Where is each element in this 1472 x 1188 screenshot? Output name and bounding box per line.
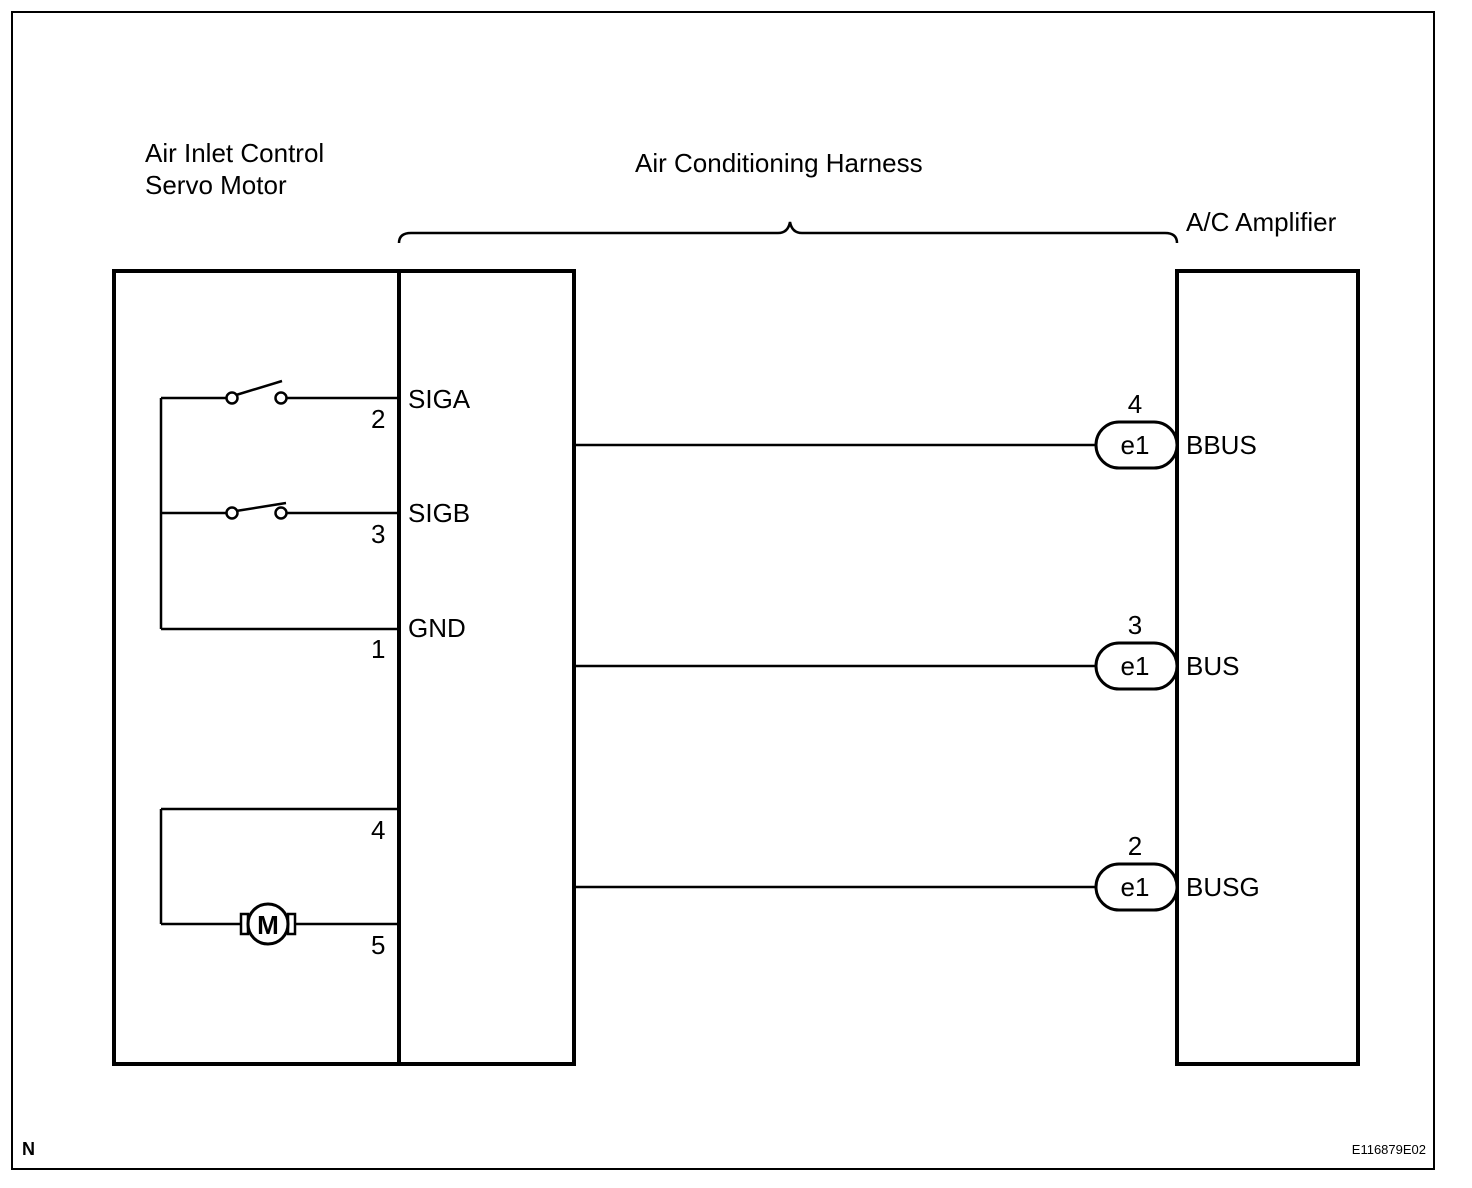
switch-siga-icon — [225, 379, 288, 405]
connector-bus: e1 — [1094, 641, 1179, 691]
footer-left-mark: N — [22, 1139, 35, 1159]
servo-motor-title-line2: Servo Motor — [145, 170, 287, 200]
motor-pin-top: 4 — [371, 815, 385, 845]
harness-brace — [397, 221, 1179, 244]
connector-busg: e1 — [1094, 862, 1179, 912]
motor-pin-bottom: 5 — [371, 930, 385, 960]
amplifier-terminal-bus: BUS — [1186, 651, 1239, 681]
amplifier-pin-bus: 3 — [1128, 610, 1142, 640]
connector-bbus: e1 — [1094, 420, 1179, 470]
terminal-sigb-label: SIGB — [408, 498, 470, 528]
connector-busg-code: e1 — [1121, 872, 1150, 902]
harness-connector-box — [397, 269, 576, 1066]
amplifier-terminal-busg: BUSG — [1186, 872, 1260, 902]
amplifier-terminal-bbus: BBUS — [1186, 430, 1257, 460]
terminal-siga-pin: 2 — [371, 404, 385, 434]
footer-figure-id: E116879E02 — [1352, 1142, 1426, 1157]
amplifier-pin-bbus: 4 — [1128, 389, 1142, 419]
motor-symbol: M — [257, 910, 279, 940]
terminal-sigb-pin: 3 — [371, 519, 385, 549]
servo-motor-title-line1: Air Inlet Control — [145, 138, 324, 168]
harness-title: Air Conditioning Harness — [635, 148, 923, 178]
outer-frame — [11, 11, 1435, 1170]
terminal-gnd-pin: 1 — [371, 634, 385, 664]
connector-bbus-code: e1 — [1121, 430, 1150, 460]
motor-icon: M — [239, 902, 297, 946]
terminal-siga-label: SIGA — [408, 384, 471, 414]
amplifier-title: A/C Amplifier — [1186, 207, 1337, 237]
amplifier-pin-busg: 2 — [1128, 831, 1142, 861]
terminal-gnd-label: GND — [408, 613, 466, 643]
motor-circuit — [159, 807, 399, 926]
switch-sigb-icon — [225, 501, 288, 520]
connector-bus-code: e1 — [1121, 651, 1150, 681]
switch-circuit — [159, 396, 399, 631]
